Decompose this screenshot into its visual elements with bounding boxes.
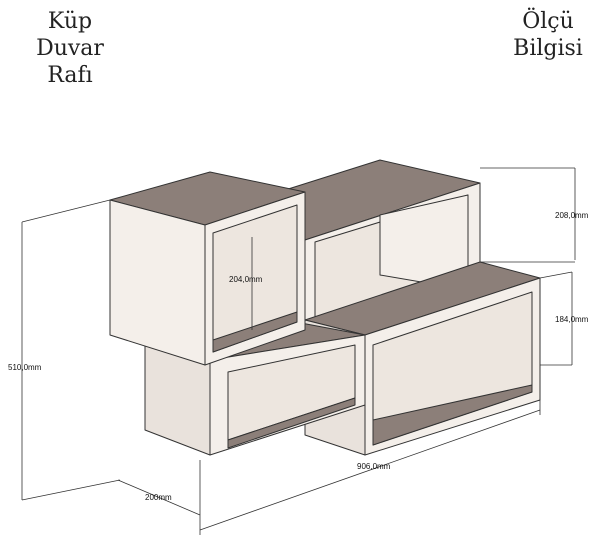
lower-box-inner-bottom: [372, 384, 533, 446]
dim-total-height: 510,0mm: [8, 363, 42, 372]
dim-cube-inner-height: 204,0mm: [229, 275, 263, 284]
dim-top-shelf-height: 208,0mm: [555, 211, 589, 220]
title-right: Ölçü Bilgisi: [508, 8, 588, 62]
dim-lower-shelf-height: 184,0mm: [555, 315, 589, 324]
dim-depth: 200mm: [145, 493, 172, 502]
title-left-line1: Küp: [47, 9, 93, 34]
cube-left-side: [109, 199, 206, 366]
title-left-line2: Duvar Rafı: [36, 36, 104, 88]
dim-total-width: 906,0mm: [357, 462, 391, 471]
cube-inner-bottom: [212, 311, 298, 353]
title-left: Küp Duvar Rafı: [10, 8, 130, 89]
left-box-inner-bottom: [227, 397, 356, 449]
title-right-line1: Ölçü: [522, 9, 574, 34]
title-right-line2: Bilgisi: [513, 36, 583, 61]
